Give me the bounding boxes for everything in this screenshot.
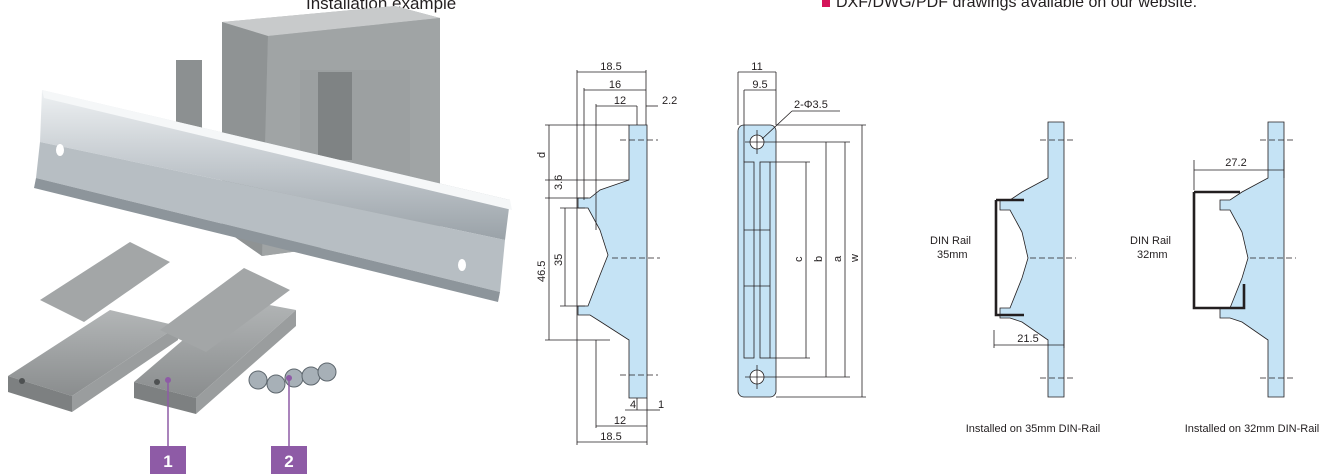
dim-18-5-top: 18.5: [600, 61, 621, 73]
install-32-labels: DIN Rail 32mm 27.2 Installed on 32mm DIN…: [1130, 157, 1319, 435]
drawings-note-text: DXF/DWG/PDF drawings available on our we…: [836, 0, 1198, 11]
side-view-drawing: [545, 70, 660, 445]
din-rail-photo: [34, 90, 512, 302]
dim-hole: 2-Φ3.5: [794, 99, 828, 111]
install-32-rail-label-1: DIN Rail: [1130, 235, 1171, 247]
product-photo: [8, 6, 512, 414]
dim-9-5: 9.5: [752, 79, 767, 91]
callout-1: 1: [150, 377, 186, 474]
drawings-note: DXF/DWG/PDF drawings available on our we…: [822, 0, 1197, 12]
dim-11: 11: [751, 61, 762, 73]
install-32-part: [1219, 121, 1285, 398]
dim-3-6: 3.6: [553, 175, 565, 190]
bullet-icon: [822, 0, 830, 7]
dim-16: 16: [609, 79, 621, 91]
install-35-caption: Installed on 35mm DIN-Rail: [966, 423, 1101, 435]
dim-35: 35: [553, 254, 565, 266]
screws: [248, 362, 337, 394]
install-35-drawing: [993, 121, 1076, 398]
dim-18-5-bottom: 18.5: [600, 431, 621, 443]
callout-1-badge: [150, 446, 186, 474]
dim-46-5: 46.5: [536, 261, 548, 282]
din-rail-clip: [8, 242, 296, 414]
side-view-part: [577, 124, 648, 399]
install-32-drawing: [1192, 121, 1296, 398]
dim-b: b: [813, 256, 825, 262]
front-view-dimensions: 11 9.5 2-Φ3.5 c b a w: [751, 61, 861, 263]
install-35-labels: DIN Rail 35mm 21.5 Installed on 35mm DIN…: [930, 235, 1100, 435]
installation-example-text: Installation example: [306, 0, 457, 13]
callout-2-badge: [271, 446, 307, 474]
install-32-rail-label-2: 32mm: [1137, 249, 1168, 261]
install-35-rail-label-2: 35mm: [937, 249, 968, 261]
dim-12-bottom: 12: [614, 415, 626, 427]
dim-d: d: [536, 152, 548, 158]
callout-2: 2: [271, 375, 307, 474]
dim-c: c: [793, 256, 805, 262]
callout-1-number: 1: [163, 452, 172, 471]
dim-1: 1: [658, 399, 664, 411]
install-35-part: [999, 121, 1065, 398]
dim-a: a: [832, 255, 844, 262]
dim-12-top: 12: [614, 95, 626, 107]
side-view-dimensions: 18.5 16 12 2.2 d 3.6 46.5 35 4 1 12 18.5: [536, 61, 677, 443]
install-32-dim: 27.2: [1225, 157, 1246, 169]
install-35-rail-label-1: DIN Rail: [930, 235, 971, 247]
install-35-dim: 21.5: [1017, 333, 1038, 345]
dim-4: 4: [630, 399, 636, 411]
front-view-drawing: [737, 71, 866, 398]
install-32-caption: Installed on 32mm DIN-Rail: [1185, 423, 1320, 435]
callout-2-number: 2: [284, 452, 293, 471]
dim-2-2: 2.2: [662, 95, 677, 107]
dim-w: w: [849, 254, 861, 263]
installation-example-caption: Installation example: [306, 0, 456, 14]
